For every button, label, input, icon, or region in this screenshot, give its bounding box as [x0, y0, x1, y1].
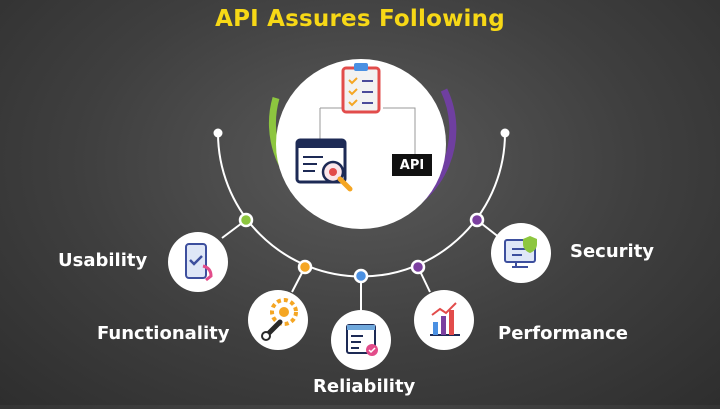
label-usability: Usability: [58, 250, 148, 271]
label-performance: Performance: [498, 323, 628, 344]
dot-functionality: [297, 259, 313, 275]
label-reliability: Reliability: [313, 376, 416, 397]
arc-end-left: [213, 128, 223, 138]
label-security: Security: [570, 241, 655, 262]
page-title: API Assures Following: [215, 6, 505, 32]
bar-chart-icon: [430, 302, 460, 336]
dot-security: [469, 212, 485, 228]
dot-performance: [410, 259, 426, 275]
browser-search-icon: [295, 138, 353, 192]
label-functionality: Functionality: [97, 323, 230, 344]
checklist-icon: [346, 324, 378, 356]
api-badge: API: [392, 154, 432, 176]
phone-check-icon: [185, 243, 213, 282]
functionality-circle: [248, 290, 308, 350]
gear-wrench-icon: [261, 298, 298, 341]
dot-reliability: [353, 268, 369, 284]
arc-end-right: [500, 128, 510, 138]
center-circle: [276, 59, 446, 229]
monitor-shield-icon: [504, 236, 537, 268]
clipboard-icon: [341, 63, 381, 114]
dot-usability: [238, 212, 254, 228]
